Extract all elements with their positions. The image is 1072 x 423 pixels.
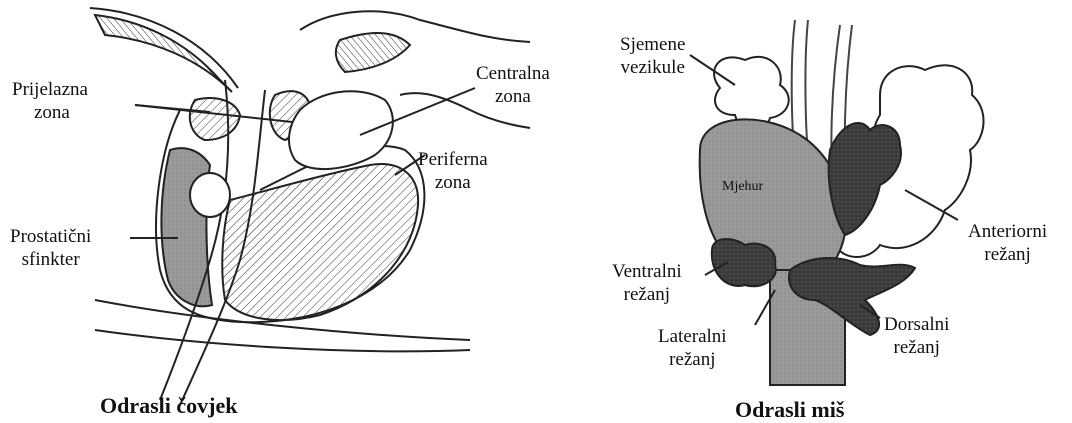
label-ventral-line1: Ventralni bbox=[612, 260, 682, 283]
transition-zone-left bbox=[190, 98, 240, 140]
label-dorsal-line2: režanj bbox=[884, 336, 949, 359]
label-dorsal-line1: Dorsalni bbox=[884, 313, 949, 336]
label-transition-zone-line1: Prijelazna bbox=[12, 78, 88, 101]
pelvic-floor-line-2 bbox=[95, 330, 470, 351]
ventral-lobe bbox=[712, 239, 776, 286]
caption-human: Odrasli čovjek bbox=[100, 393, 238, 419]
label-dorsal-lobe: Dorsalni režanj bbox=[884, 313, 949, 359]
label-lateral-lobe: Lateralni režanj bbox=[658, 325, 727, 371]
label-seminal-line1: Sjemene bbox=[620, 33, 685, 56]
label-peripheral-zone: Periferna zona bbox=[418, 148, 488, 194]
label-transition-zone-line2: zona bbox=[12, 101, 88, 124]
upper-outline bbox=[300, 11, 530, 42]
prostatic-sphincter bbox=[161, 148, 212, 306]
label-ventral-lobe: Ventralni režanj bbox=[612, 260, 682, 306]
label-transition-zone: Prijelazna zona bbox=[12, 78, 88, 124]
label-bladder: Mjehur bbox=[722, 175, 763, 198]
label-sphincter-line2: sfinkter bbox=[10, 248, 91, 271]
label-peripheral-zone-line1: Periferna bbox=[418, 148, 488, 171]
label-central-zone-line1: Centralna bbox=[476, 62, 550, 85]
peripheral-zone bbox=[222, 164, 418, 320]
label-anterior-lobe: Anteriorni režanj bbox=[968, 220, 1047, 266]
label-seminal-vesicles: Sjemene vezikule bbox=[620, 33, 685, 79]
ejaculatory-duct bbox=[190, 173, 230, 217]
label-central-zone-line2: zona bbox=[476, 85, 550, 108]
caption-mouse: Odrasli miš bbox=[735, 397, 844, 423]
pubic-bone bbox=[336, 33, 410, 72]
label-ventral-line2: režanj bbox=[612, 283, 682, 306]
label-peripheral-zone-line2: zona bbox=[418, 171, 488, 194]
human-prostate-drawing bbox=[90, 8, 530, 405]
label-sphincter-line1: Prostatični bbox=[10, 225, 91, 248]
label-anterior-line1: Anteriorni bbox=[968, 220, 1047, 243]
label-central-zone: Centralna zona bbox=[476, 62, 550, 108]
label-anterior-line2: režanj bbox=[968, 243, 1047, 266]
label-lateral-line1: Lateralni bbox=[658, 325, 727, 348]
label-lateral-line2: režanj bbox=[658, 348, 727, 371]
label-prostatic-sphincter: Prostatični sfinkter bbox=[10, 225, 91, 271]
label-seminal-line2: vezikule bbox=[620, 56, 685, 79]
